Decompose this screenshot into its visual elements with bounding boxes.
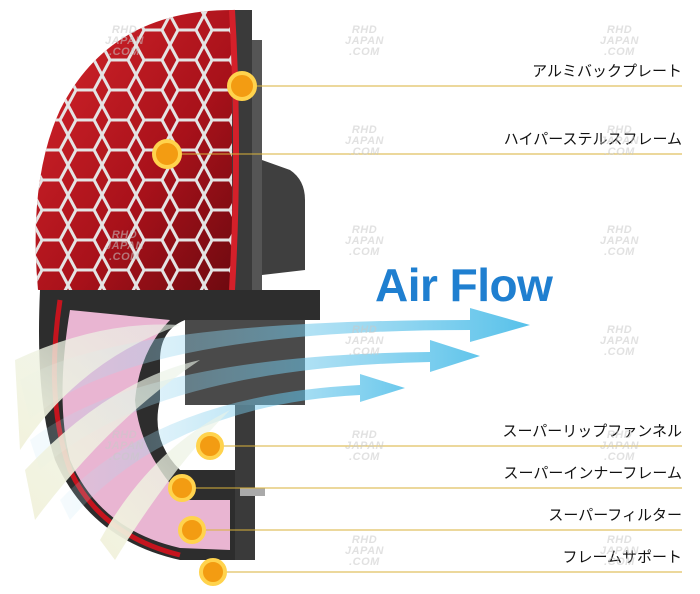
filter-dome: [35, 9, 239, 291]
callout-dot-4: [168, 474, 196, 502]
callout-label-frame-support: フレームサポート: [562, 548, 682, 566]
callout-label-lip-funnel: スーパーリップファンネル: [502, 422, 682, 440]
callout-label-back-plate: アルミバックプレート: [532, 62, 682, 80]
callout-label-inner-frame: スーパーインナーフレーム: [503, 464, 682, 482]
air-flow-title: Air Flow: [375, 259, 553, 311]
callout-label-super-filter: スーパーフィルター: [548, 506, 682, 524]
callout-dot-6: [199, 558, 227, 586]
callout-dot-5: [178, 516, 206, 544]
callout-dot-2: [152, 139, 182, 169]
callout-lines: [167, 85, 682, 573]
back-plate: [230, 10, 305, 310]
callout-dot-3: [196, 432, 224, 460]
callout-label-stealth-frame: ハイパーステルスフレーム: [503, 130, 682, 148]
air-flow-arrows: [15, 308, 530, 560]
callout-dot-1: [227, 71, 257, 101]
callout-dots: [152, 71, 257, 586]
